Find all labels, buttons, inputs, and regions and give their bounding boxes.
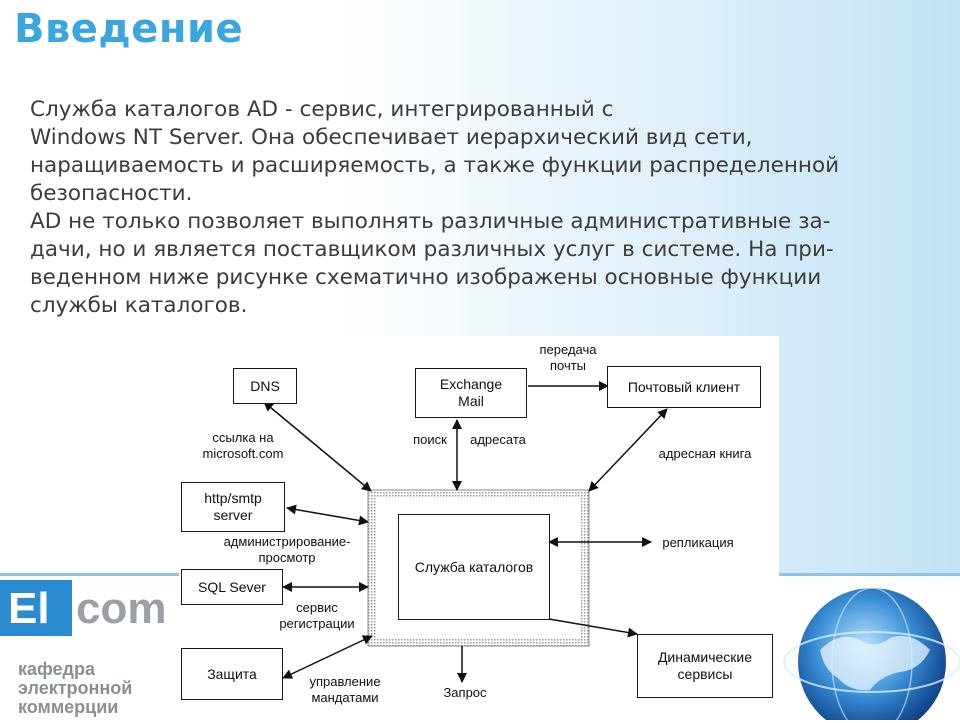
label-line: просмотр <box>258 550 316 565</box>
arrow-dynamic <box>548 618 638 638</box>
label-mail-transfer: передача почты <box>528 342 608 374</box>
node-sql-label: SQL Sever <box>198 578 266 595</box>
node-directory-service: Служба каталогов <box>398 514 550 620</box>
label-line: мандатами <box>311 690 379 705</box>
paragraph-line: Служба каталогов AD - сервис, интегриров… <box>30 97 614 122</box>
node-http-smtp: http/smtp server <box>181 482 285 532</box>
dept-line: коммерции <box>18 697 119 717</box>
logo-el-block: El <box>0 580 72 636</box>
label-line: поиск <box>413 432 447 447</box>
slide-title: Введение <box>14 6 244 52</box>
arrow-mail-client <box>588 408 668 492</box>
node-dns: DNS <box>233 368 297 404</box>
node-mail-client-label: Почтовый клиент <box>627 378 741 395</box>
node-security-label: Защита <box>207 665 257 682</box>
logo-el-text: El <box>8 584 50 633</box>
dept-line: кафедра <box>18 659 95 679</box>
label-line: Запрос <box>443 685 487 700</box>
label-line: регистрации <box>279 616 355 631</box>
arrow-http <box>286 504 369 526</box>
node-dns-label: DNS <box>250 377 280 394</box>
label-line: почты <box>549 358 587 373</box>
department-name: кафедра электронной коммерции <box>18 660 132 717</box>
ad-functions-diagram: DNS Exchange Mail Почтовый клиент http/s… <box>179 336 779 720</box>
label-line: сервис <box>296 600 338 615</box>
label-addressee: адресата <box>463 432 533 448</box>
paragraph-line: дачи, но и является поставщиком различны… <box>30 237 834 262</box>
node-exchange-label-1: Exchange <box>439 376 503 392</box>
paragraph-line: AD не только позволяет выполнять различн… <box>30 209 831 234</box>
node-dynamic-label-2: сервисы <box>677 666 733 682</box>
paragraph-line: Windows NT Server. Она обеспечивает иера… <box>30 125 753 150</box>
label-line: адресная книга <box>658 446 752 461</box>
intro-paragraph: Служба каталогов AD - сервис, интегриров… <box>30 96 930 320</box>
arrow-dns <box>263 401 372 492</box>
label-address-book: адресная книга <box>643 446 767 462</box>
label-registration-service: сервис регистрации <box>269 600 365 632</box>
label-replication: репликация <box>653 535 743 551</box>
label-line: ссылка на <box>212 430 274 445</box>
node-http-label-2: server <box>213 507 253 523</box>
label-search: поиск <box>407 432 453 448</box>
node-exchange-label-2: Mail <box>458 393 484 409</box>
logo-com-text: com <box>76 584 167 633</box>
label-request: Запрос <box>435 685 495 701</box>
label-line: администрирование- <box>223 534 351 549</box>
label-admin-view: администрирование- просмотр <box>207 534 367 566</box>
label-mandates: управление мандатами <box>299 674 391 706</box>
globe-icon <box>783 587 960 720</box>
arrow-security <box>282 635 373 679</box>
node-security: Защита <box>181 648 283 700</box>
label-link-microsoft: ссылка на microsoft.com <box>181 430 305 462</box>
node-dynamic-label-1: Динамические <box>657 649 753 665</box>
node-dynamic-services: Динамические сервисы <box>637 634 773 698</box>
elcom-logo: El com <box>0 580 180 640</box>
node-exchange-mail: Exchange Mail <box>415 368 527 418</box>
dept-line: электронной <box>18 678 133 698</box>
paragraph-line: наращиваемость и расширяемость, а также … <box>30 153 840 178</box>
label-line: microsoft.com <box>202 446 284 461</box>
node-directory-label: Служба каталогов <box>414 558 534 575</box>
label-line: передача <box>539 342 597 357</box>
node-http-label-1: http/smtp <box>204 490 262 506</box>
label-line: адресата <box>470 432 526 447</box>
paragraph-line: службы каталогов. <box>30 293 248 318</box>
paragraph-line: безопасности. <box>30 181 193 206</box>
label-line: репликация <box>662 535 734 550</box>
paragraph-line: веденном ниже рисунке схематично изображ… <box>30 265 822 290</box>
node-sql-server: SQL Sever <box>181 569 283 605</box>
node-mail-client: Почтовый клиент <box>607 366 761 408</box>
label-line: управление <box>309 674 381 689</box>
